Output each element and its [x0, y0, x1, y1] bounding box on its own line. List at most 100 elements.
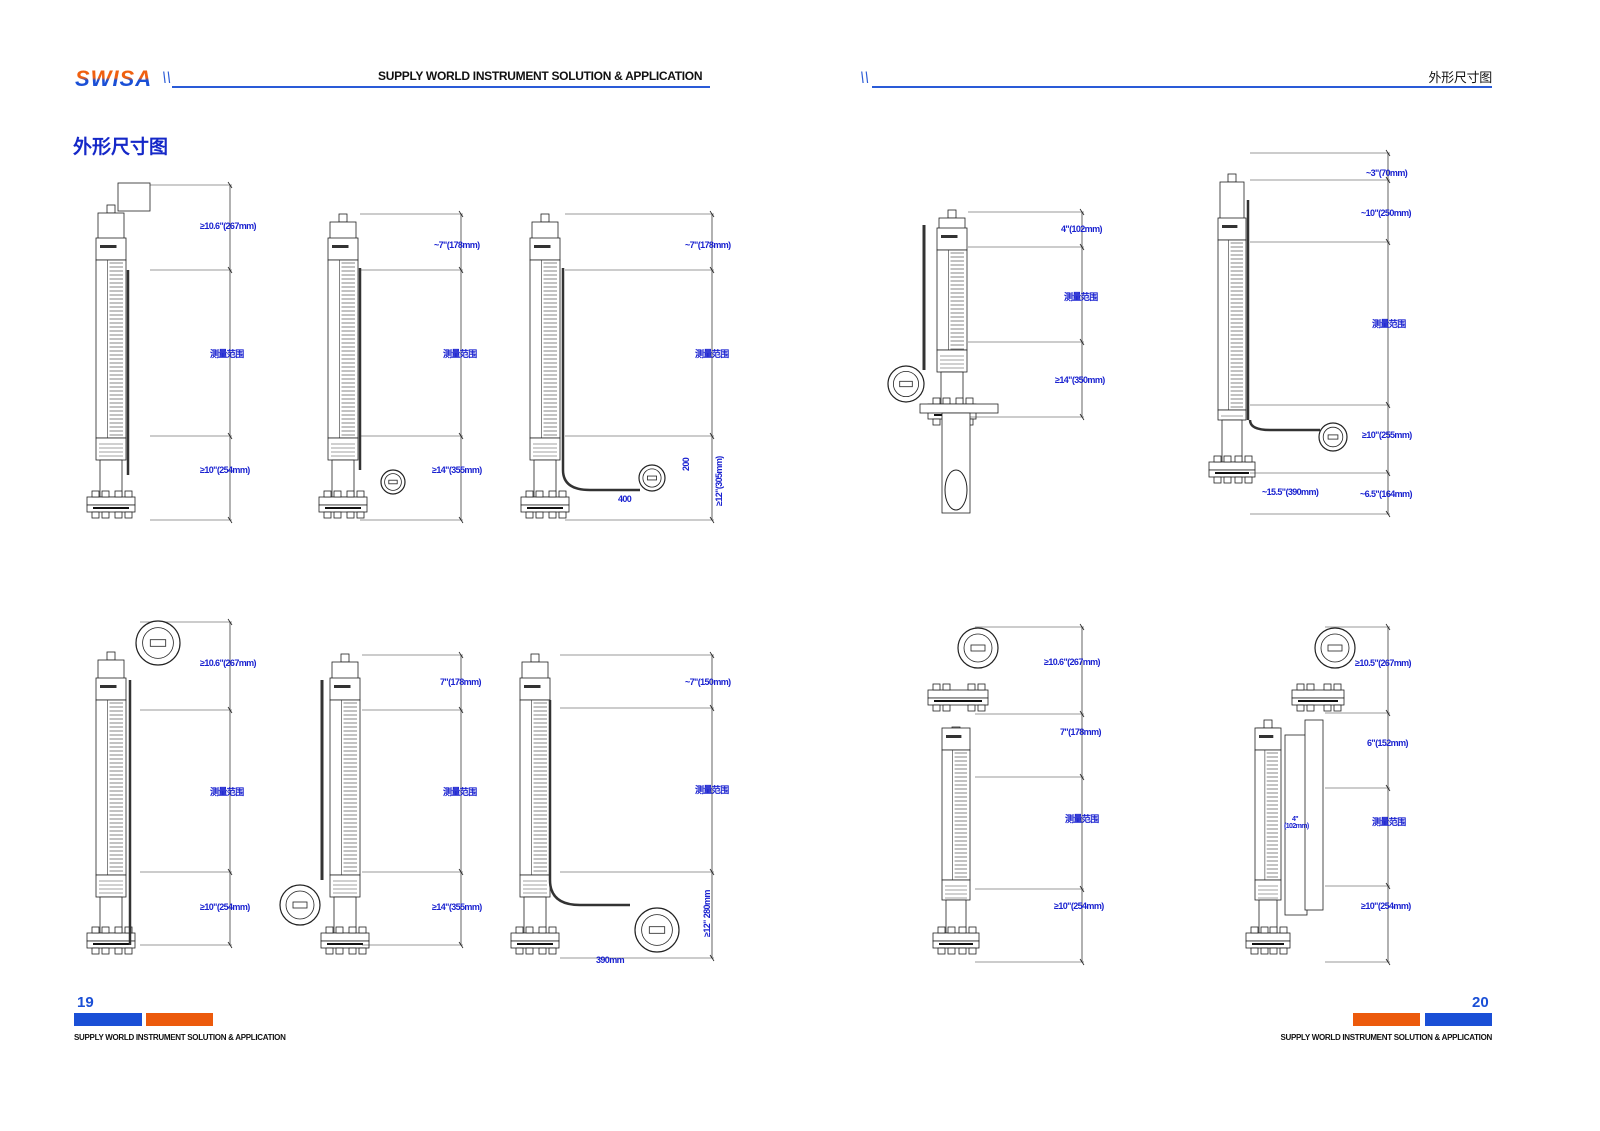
bolt: [323, 490, 332, 498]
bolt: [525, 926, 534, 934]
logo-slashes: \\: [162, 70, 171, 87]
bolt: [335, 947, 344, 955]
flange: [1245, 932, 1291, 942]
flange: [927, 689, 989, 699]
lcd-display: [149, 639, 167, 647]
dimension-tick: [458, 516, 464, 524]
bolt: [955, 397, 964, 405]
top-chamber: [521, 661, 549, 681]
dimension-tick: [458, 868, 464, 876]
nameplate-logo: [524, 685, 541, 688]
nameplate: [529, 237, 561, 261]
scale-panel: [941, 749, 971, 881]
top-cap: [340, 653, 350, 663]
bolt: [932, 397, 941, 405]
scale-panel: [329, 699, 361, 876]
bolt: [977, 704, 986, 712]
dimension-tick: [1385, 623, 1391, 631]
footer-bar-orange-left: [146, 1013, 213, 1026]
nameplate: [95, 677, 127, 701]
dim-label: ≥10"(254mm): [200, 465, 250, 475]
bolt: [932, 704, 941, 712]
flange: [520, 496, 570, 506]
nameplate-logo: [332, 245, 349, 248]
dim-label: ~6.5"(164mm): [1360, 489, 1412, 499]
bolt: [1296, 683, 1305, 691]
dimension-tick: [227, 266, 233, 274]
dim-label: 测量范围: [443, 787, 477, 797]
bolt: [525, 511, 534, 519]
dimension-tick: [1079, 623, 1085, 631]
signal-pipe: [1248, 419, 1320, 432]
bolt: [346, 511, 355, 519]
lcd-display: [292, 901, 308, 909]
data-plate: [1217, 409, 1247, 421]
dimension-tick: [709, 704, 715, 712]
bolt: [356, 490, 365, 498]
dimension-tick: [227, 618, 233, 626]
dim-label: 测量范围: [1064, 292, 1098, 302]
dimension-tick: [227, 516, 233, 524]
dim-label: 测量范围: [1372, 319, 1406, 329]
dim-label: ~7"(178mm): [685, 240, 731, 250]
bolt: [124, 490, 133, 498]
dimension-tick: [709, 651, 715, 659]
mounting-flange: [919, 403, 999, 414]
dimension-tick: [458, 651, 464, 659]
dimension-tick: [227, 432, 233, 440]
header-right-title: 外形尺寸图: [1428, 70, 1492, 85]
flange: [86, 496, 136, 506]
dim-label: ≥10.6"(267mm): [1044, 657, 1101, 667]
nameplate: [519, 677, 551, 701]
bolt: [1223, 455, 1232, 463]
page-number-left: 19: [77, 994, 94, 1011]
data-plate: [329, 874, 361, 898]
data-plate: [95, 437, 127, 461]
dimension-tick: [458, 941, 464, 949]
bolt: [535, 511, 544, 519]
top-chamber: [331, 661, 359, 681]
scale-panel: [529, 259, 561, 439]
dimension-tick: [227, 181, 233, 189]
dim-label: 测量范围: [695, 785, 729, 795]
dim-label: 200: [681, 457, 691, 471]
lcd-display: [899, 380, 913, 388]
top-chamber: [97, 659, 125, 681]
top-cap: [540, 213, 550, 223]
dimension-tick: [709, 516, 715, 524]
dim-label: 400: [618, 494, 632, 504]
nameplate: [936, 227, 968, 251]
dim-label: 4"(102mm): [1284, 816, 1309, 830]
bolt: [1279, 926, 1288, 934]
lcd-display: [648, 926, 666, 934]
bolt: [335, 926, 344, 934]
bolt: [346, 490, 355, 498]
bolt: [358, 926, 367, 934]
dimension-tick: [1079, 243, 1085, 251]
dim-label: 测量范围: [210, 349, 244, 359]
dimension-tick: [1385, 176, 1391, 184]
flange: [1208, 461, 1256, 471]
top-cap: [1227, 173, 1237, 183]
bolt: [535, 490, 544, 498]
data-plate: [95, 874, 127, 898]
bolt: [932, 418, 941, 426]
bolt: [1234, 476, 1243, 484]
bolt: [525, 490, 534, 498]
dimension-tick: [458, 266, 464, 274]
scale-panel: [327, 259, 359, 439]
dimension-tick: [1385, 958, 1391, 966]
dimension-tick: [1079, 958, 1085, 966]
dim-label: 测量范围: [1372, 817, 1406, 827]
nameplate-logo: [534, 245, 551, 248]
bolt: [1260, 947, 1269, 955]
header-rule-left: [172, 86, 710, 88]
bolt: [114, 947, 123, 955]
footer-tagline-right: SUPPLY WORLD INSTRUMENT SOLUTION & APPLI…: [1280, 1033, 1492, 1042]
bolt: [1296, 704, 1305, 712]
nameplate: [329, 677, 361, 701]
bolt: [114, 926, 123, 934]
bolt: [1269, 947, 1278, 955]
top-chamber: [329, 221, 357, 241]
